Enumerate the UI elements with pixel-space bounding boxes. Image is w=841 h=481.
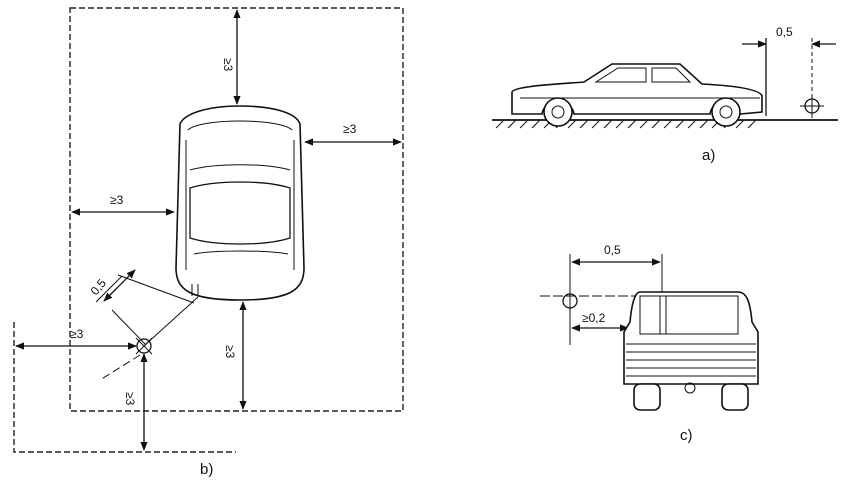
panel-c: 0,5 ≥0,2 c) [540, 243, 759, 444]
dim-a-label: 0,5 [776, 25, 793, 39]
dim-diag-label: 0,5 [88, 276, 110, 298]
panel-a: 0,5 a) [492, 25, 838, 164]
panel-b: ≥3 ≥3 ≥3 ≥3 0,5 ≥3 ≥3 b) [13, 7, 404, 478]
caption-b: b) [200, 461, 213, 478]
measurement-point-c [562, 293, 578, 309]
dim-outer-bottom-label: ≥3 [123, 392, 137, 406]
car-top-view [175, 105, 305, 301]
outer-area-boundary [13, 322, 236, 453]
dim-outer-left-label: ≥3 [70, 327, 84, 341]
measurement-point-b [136, 338, 152, 354]
car-side-view [511, 63, 763, 127]
car-rear-view [623, 291, 759, 411]
dim-left-label: ≥3 [110, 193, 124, 207]
test-area-boundary [69, 7, 404, 412]
caption-c: c) [680, 427, 693, 444]
dim-c-top-label: 0,5 [604, 243, 621, 257]
dim-c-side-label: ≥0,2 [582, 311, 606, 325]
dim-bottom-label: ≥3 [223, 345, 237, 359]
dim-diag-arrow [103, 269, 136, 302]
dim-top-label: ≥3 [221, 58, 235, 72]
caption-a: a) [702, 147, 715, 164]
dim-right-label: ≥3 [343, 122, 357, 136]
